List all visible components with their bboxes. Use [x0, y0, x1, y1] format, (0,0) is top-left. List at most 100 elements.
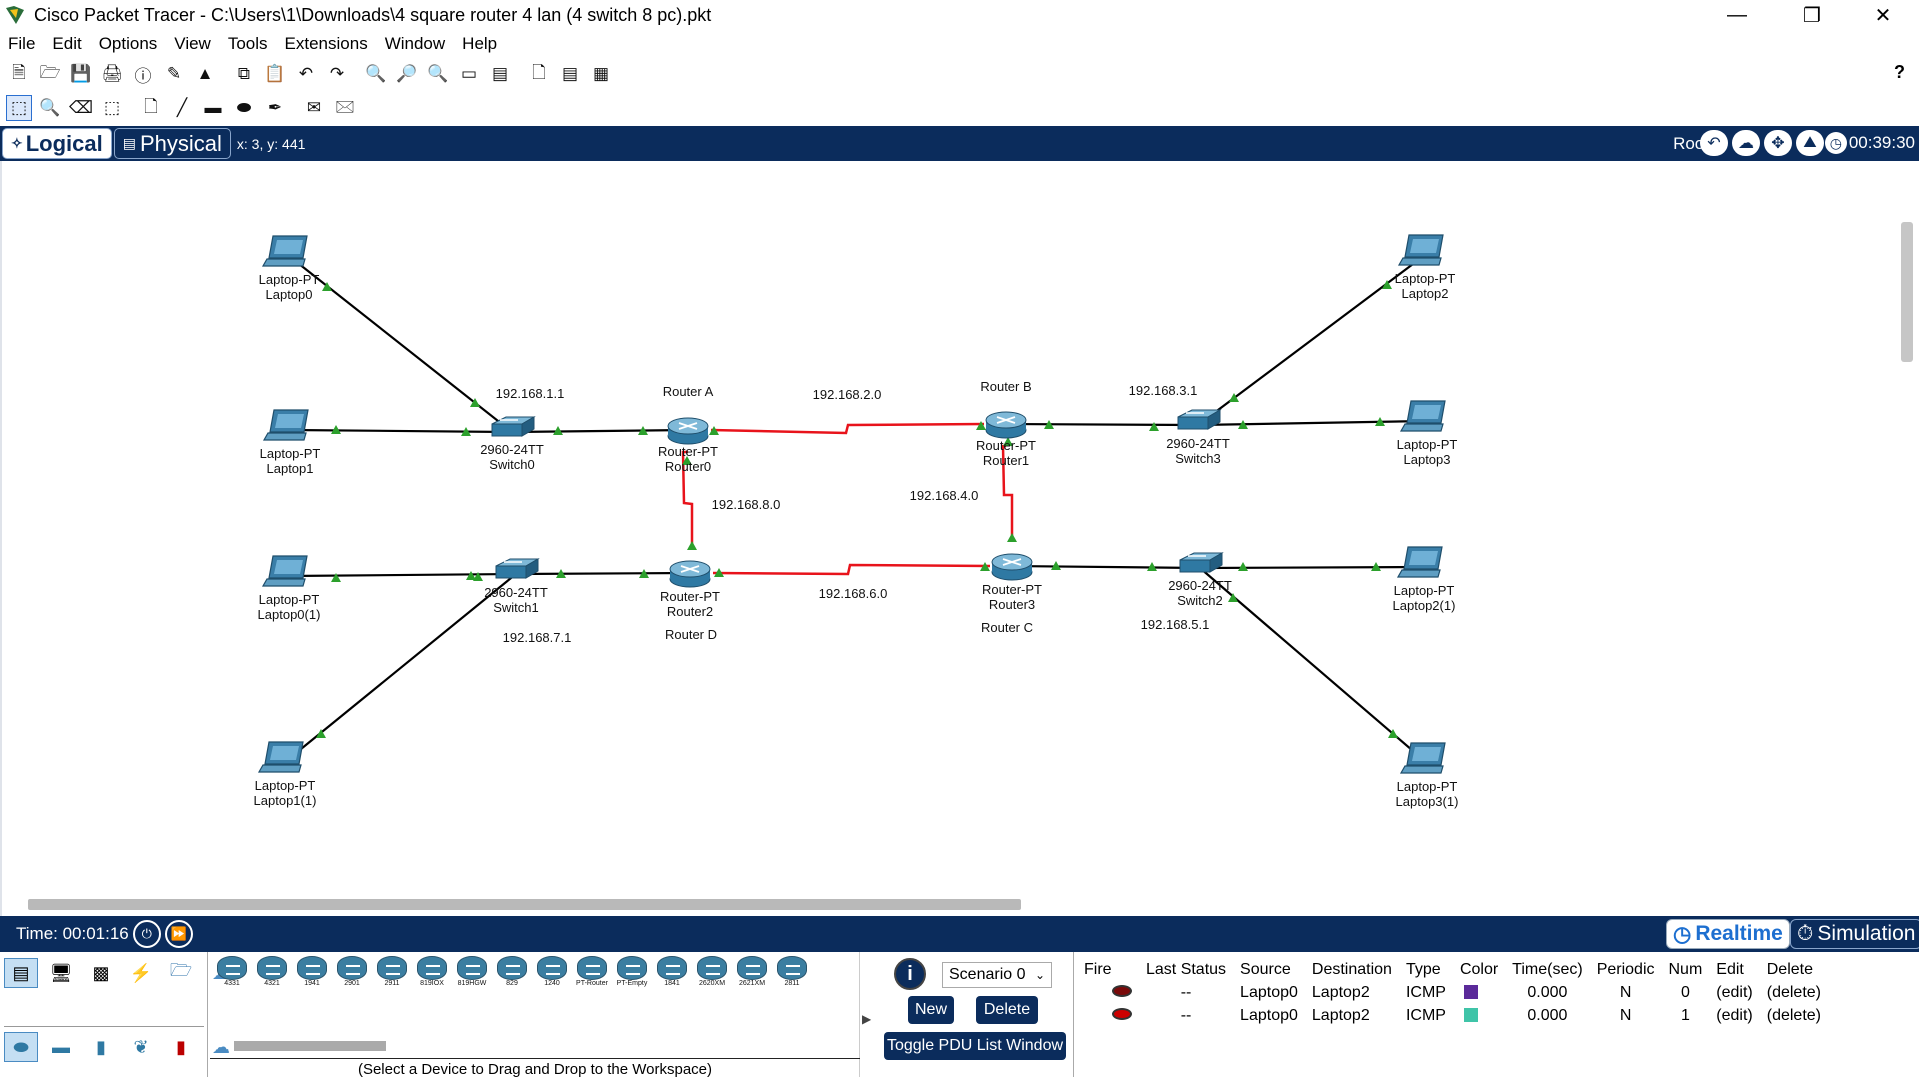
- laptop-icon[interactable]: [258, 741, 304, 773]
- link-laptop1_1-switch1[interactable]: [284, 573, 517, 763]
- router-icon[interactable]: [991, 553, 1033, 581]
- activity-wizard-icon[interactable]: ✎: [166, 64, 182, 83]
- switch-icon[interactable]: [1177, 409, 1221, 430]
- simple-pdu-icon[interactable]: ✉: [306, 98, 322, 117]
- switches-icon[interactable]: ▬: [52, 1036, 70, 1057]
- laptop-icon[interactable]: [262, 555, 308, 587]
- connections-icon[interactable]: ⚡: [129, 962, 153, 983]
- tab-physical[interactable]: ▤Physical: [113, 128, 231, 159]
- cloud-icon[interactable]: ☁: [1732, 130, 1760, 156]
- menu-extensions[interactable]: Extensions: [284, 34, 368, 53]
- zoom-out-icon[interactable]: 🔍: [427, 64, 449, 83]
- delete-tool-icon[interactable]: ⌫: [68, 98, 94, 117]
- viewport-icon[interactable]: ▦: [592, 64, 610, 83]
- help-icon[interactable]: ?: [1894, 62, 1905, 82]
- custom-device-icon[interactable]: ▤: [491, 64, 509, 83]
- menu-file[interactable]: File: [8, 34, 36, 53]
- workspace-vertical-scrollbar[interactable]: [1901, 222, 1913, 362]
- laptop-icon[interactable]: [262, 235, 308, 267]
- inspect-icon[interactable]: ▤: [561, 64, 579, 83]
- ellipse-icon[interactable]: ⬬: [236, 98, 252, 117]
- link-switch1-router2[interactable]: [515, 571, 691, 576]
- laptop-icon[interactable]: [1398, 234, 1444, 266]
- new-file-icon[interactable]: 🗎: [12, 62, 26, 82]
- undo-icon[interactable]: ↶: [298, 64, 314, 83]
- scenario-info-icon[interactable]: i: [894, 958, 926, 990]
- switch-icon[interactable]: [1179, 552, 1223, 573]
- resize-icon[interactable]: ⬚: [103, 98, 121, 117]
- laptop-icon[interactable]: [1400, 400, 1446, 432]
- minimize-button[interactable]: —: [1727, 3, 1747, 26]
- menu-view[interactable]: View: [174, 34, 211, 53]
- link-laptop3_1-switch2[interactable]: [1199, 567, 1428, 764]
- hubs-icon[interactable]: ▮: [96, 1036, 106, 1057]
- workspace-horizontal-scrollbar[interactable]: [28, 899, 1021, 910]
- select-icon[interactable]: ⬚: [6, 95, 32, 121]
- simulation-mode-button[interactable]: ⏱Simulation: [1790, 919, 1919, 949]
- pdu-edit-link[interactable]: (edit): [1716, 1006, 1753, 1024]
- device-model-pt-empty[interactable]: PT-Empty: [614, 954, 650, 992]
- menu-window[interactable]: Window: [384, 34, 446, 53]
- device-model-2811[interactable]: 2811: [774, 954, 810, 992]
- device-model-1841[interactable]: 1841: [654, 954, 690, 992]
- note-icon[interactable]: 🗋: [144, 96, 158, 116]
- open-file-icon[interactable]: 🗁: [39, 62, 61, 82]
- misc-icon[interactable]: 🗁: [169, 960, 193, 980]
- line-draw-icon[interactable]: ╱: [176, 98, 188, 117]
- link-laptop3-switch3[interactable]: [1197, 419, 1428, 427]
- move-icon[interactable]: ✥: [1764, 130, 1792, 156]
- link-router0-router2[interactable]: [681, 450, 694, 549]
- device-model-1240[interactable]: 1240: [534, 954, 570, 992]
- wan-emulation-icon[interactable]: ☁: [212, 1036, 230, 1057]
- laptop-icon[interactable]: [1397, 546, 1443, 578]
- link-switch2-router3[interactable]: [1011, 564, 1201, 570]
- scenario-select[interactable]: Scenario 0⌄: [942, 962, 1052, 988]
- router-icon[interactable]: [985, 411, 1027, 439]
- wireless-icon[interactable]: ❦: [133, 1036, 149, 1057]
- pdu-delete-link[interactable]: (delete): [1766, 983, 1821, 1001]
- menu-tools[interactable]: Tools: [227, 34, 268, 53]
- save-icon[interactable]: 💾: [70, 64, 92, 83]
- device-model-819iox[interactable]: 819IOX: [414, 954, 450, 992]
- link-laptop0_1-switch1[interactable]: [288, 572, 517, 578]
- router-icon[interactable]: [669, 560, 711, 588]
- security-icon[interactable]: ▮: [176, 1036, 186, 1057]
- restore-button[interactable]: ❐: [1803, 4, 1821, 27]
- text-file-icon[interactable]: 🗋: [532, 62, 546, 82]
- realtime-mode-button[interactable]: ◷Realtime: [1666, 919, 1790, 949]
- back-icon[interactable]: ↶: [1700, 130, 1728, 156]
- tab-logical[interactable]: ✧Logical: [2, 128, 112, 159]
- device-model-1941[interactable]: 1941: [294, 954, 330, 992]
- collapse-arrow-icon[interactable]: ▶: [862, 1012, 872, 1026]
- switch-icon[interactable]: [495, 558, 539, 579]
- background-icon[interactable]: ⛰: [1796, 130, 1824, 156]
- menu-help[interactable]: Help: [462, 34, 498, 53]
- close-button[interactable]: ✕: [1874, 4, 1892, 27]
- print-icon[interactable]: 🖨: [101, 64, 123, 83]
- device-model-2901[interactable]: 2901: [334, 954, 370, 992]
- link-laptop1-switch0[interactable]: [289, 428, 513, 434]
- network-devices-icon[interactable]: ▤: [4, 958, 38, 988]
- pdu-edit-link[interactable]: (edit): [1716, 983, 1753, 1001]
- end-devices-icon[interactable]: 🖥: [49, 962, 73, 983]
- logical-workspace[interactable]: [0, 161, 1919, 916]
- freeform-icon[interactable]: ✒: [267, 98, 283, 117]
- routers-icon[interactable]: ⬬: [4, 1032, 38, 1062]
- link-router2-router3[interactable]: [712, 563, 991, 576]
- network-info-icon[interactable]: ▲: [196, 64, 214, 83]
- delete-scenario-button[interactable]: Delete: [976, 996, 1038, 1024]
- device-model-829[interactable]: 829: [494, 954, 530, 992]
- device-model-819hgw[interactable]: 819HGW: [454, 954, 490, 992]
- copy-icon[interactable]: ⧉: [237, 64, 251, 83]
- power-cycle-icon[interactable]: ⏻: [132, 920, 161, 948]
- link-switch3-router1[interactable]: [1005, 422, 1199, 427]
- paste-icon[interactable]: 📋: [264, 64, 286, 83]
- info-icon[interactable]: ⓘ: [134, 66, 152, 86]
- menu-edit[interactable]: Edit: [52, 34, 82, 53]
- new-scenario-button[interactable]: New: [908, 996, 954, 1024]
- router-icon[interactable]: [667, 417, 709, 445]
- fire-icon[interactable]: [1112, 1007, 1132, 1020]
- complex-pdu-icon[interactable]: 🖂: [335, 96, 355, 116]
- zoom-reset-icon[interactable]: 🔎: [396, 64, 418, 83]
- device-model-4331[interactable]: 4331: [214, 954, 250, 992]
